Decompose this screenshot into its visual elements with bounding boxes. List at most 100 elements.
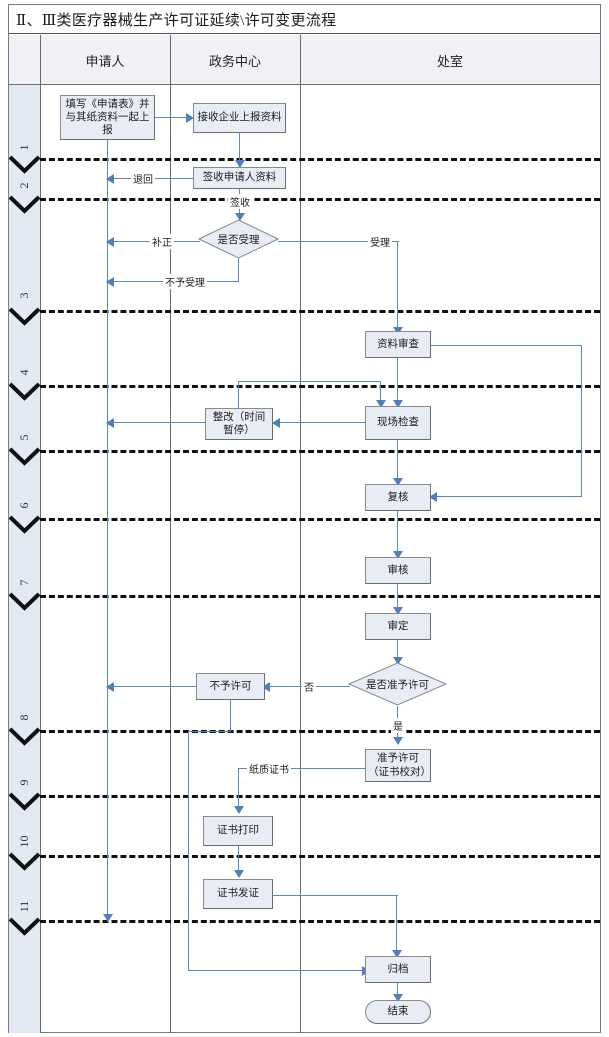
arrow-permitdecision-yes bbox=[393, 737, 403, 745]
chevron-10 bbox=[9, 852, 40, 874]
edge-rectify-to-applicant bbox=[112, 422, 205, 424]
node-fill-form[interactable]: 填写《申请表》并与其纸资料一起上报 bbox=[60, 95, 155, 140]
chevron-11 bbox=[9, 917, 40, 939]
edge-archive-to-end bbox=[397, 983, 399, 998]
chevron-4 bbox=[9, 382, 40, 404]
edge-docreview-loop-h2 bbox=[436, 496, 582, 498]
arrow-receive-to-signreceipt bbox=[235, 160, 245, 168]
edge-label-papercert: 纸质证书 bbox=[247, 761, 291, 776]
edge-audit-to-approve bbox=[397, 584, 399, 612]
edge-docreview-loop-v bbox=[581, 345, 583, 496]
node-rectify[interactable]: 整改（时间暂停） bbox=[205, 408, 273, 440]
arrow-issuecert-to-archive bbox=[392, 950, 402, 958]
edge-printcert-to-issuecert bbox=[238, 846, 240, 875]
node-sign-receipt[interactable]: 签收申请人资料 bbox=[193, 167, 286, 189]
node-audit[interactable]: 审核 bbox=[365, 557, 431, 584]
arrow-recheck-to-audit bbox=[393, 551, 403, 559]
header-cell-office: 处室 bbox=[436, 53, 463, 69]
header-cell-center: 政务中心 bbox=[208, 53, 261, 69]
node-receive[interactable]: 接收企业上报资料 bbox=[193, 103, 286, 133]
edge-label-supplement: 补正 bbox=[150, 234, 174, 249]
chevron-7 bbox=[9, 592, 40, 614]
chevron-6 bbox=[9, 515, 40, 537]
edge-rectify-loop-v1 bbox=[238, 381, 240, 409]
row-separator-4 bbox=[40, 385, 600, 388]
edge-label-accept: 受理 bbox=[368, 234, 392, 249]
node-print-cert[interactable]: 证书打印 bbox=[203, 816, 273, 846]
edge-label-return: 退回 bbox=[131, 171, 155, 186]
diagram-frame bbox=[8, 4, 601, 1033]
node-accept-decision[interactable]: 是否受理 bbox=[197, 219, 280, 259]
row-separator-10 bbox=[40, 855, 600, 858]
row-separator-9 bbox=[40, 795, 600, 798]
edge-fillform-to-receive bbox=[155, 117, 188, 119]
edge-docreview-loop-h1 bbox=[430, 345, 582, 347]
node-issue-cert[interactable]: 证书发证 bbox=[203, 879, 273, 909]
edge-sitecheck-to-recheck bbox=[397, 440, 399, 484]
edge-label-yes: 是 bbox=[391, 718, 405, 733]
edge-decision-accept-h bbox=[278, 241, 399, 243]
edge-decision-notaccept-v bbox=[238, 258, 240, 282]
node-doc-review[interactable]: 资料审查 bbox=[365, 331, 431, 358]
edge-label-notaccept: 不予受理 bbox=[163, 274, 207, 289]
chevron-5 bbox=[9, 447, 40, 469]
row-separator-3 bbox=[40, 310, 600, 313]
edge-nopermit-down-v1 bbox=[230, 700, 232, 732]
edge-applicant-spine bbox=[107, 140, 109, 922]
edge-decision-accept-v bbox=[397, 241, 399, 331]
page-title: Ⅱ、Ⅲ类医疗器械生产许可证延续\许可变更流程 bbox=[16, 12, 337, 29]
edge-recheck-to-audit bbox=[397, 511, 399, 556]
arrow-rectify-loop-to-sitecheck bbox=[376, 400, 386, 408]
arrow-archive-to-end bbox=[393, 994, 403, 1002]
edge-label-sign: 签收 bbox=[228, 194, 252, 209]
chevron-2 bbox=[9, 195, 40, 217]
column-rule-center bbox=[300, 35, 301, 1033]
node-permit-decision-label: 是否准予许可 bbox=[366, 679, 429, 691]
arrow-signreceipt-to-decision bbox=[235, 213, 245, 221]
node-approve[interactable]: 审定 bbox=[365, 613, 431, 640]
column-rule-applicant bbox=[170, 35, 171, 1033]
node-archive[interactable]: 归档 bbox=[365, 956, 431, 983]
arrow-sitecheck-to-rectify bbox=[272, 418, 280, 428]
chevron-8 bbox=[9, 727, 40, 749]
edge-rectify-loop-h bbox=[238, 381, 381, 383]
node-grant-permit[interactable]: 准予许可（证书校对） bbox=[365, 749, 431, 782]
arrow-printcert-to-issuecert bbox=[234, 870, 244, 878]
edge-grantpermit-papercert-h bbox=[239, 768, 365, 770]
arrow-nopermit-to-applicant bbox=[106, 682, 114, 692]
arrow-approve-to-permitdecision bbox=[393, 657, 403, 665]
node-end[interactable]: 结束 bbox=[365, 1000, 431, 1024]
row-separator-11 bbox=[40, 920, 600, 923]
arrow-sitecheck-to-recheck bbox=[393, 478, 403, 486]
edge-sitecheck-to-rectify bbox=[278, 422, 365, 424]
arrow-fillform-to-receive bbox=[186, 113, 194, 123]
node-site-check[interactable]: 现场检查 bbox=[365, 406, 431, 440]
arrow-permitdecision-no bbox=[262, 682, 270, 692]
chevron-1 bbox=[9, 155, 40, 177]
edge-approve-to-permitdecision bbox=[397, 640, 399, 660]
arrow-decision-supplement bbox=[106, 237, 114, 247]
arrow-decision-notaccept bbox=[106, 277, 114, 287]
arrow-audit-to-approve bbox=[393, 607, 403, 615]
column-rule-step bbox=[40, 35, 41, 1033]
row-separator-5 bbox=[40, 450, 600, 453]
edge-issuecert-to-archive-h bbox=[273, 895, 398, 897]
row-separator-8 bbox=[40, 730, 600, 733]
swimlane-header-row: 申请人 政务中心 处室 bbox=[9, 35, 600, 85]
row-separator-2 bbox=[40, 198, 600, 201]
edge-issuecert-to-archive-v bbox=[396, 895, 398, 954]
node-no-permit[interactable]: 不予许可 bbox=[196, 673, 265, 700]
header-cell-applicant: 申请人 bbox=[85, 53, 125, 69]
edge-docreview-to-sitecheck bbox=[397, 358, 399, 406]
edge-nopermit-down-v2 bbox=[188, 731, 190, 971]
step-number-column bbox=[9, 85, 40, 1033]
edge-receive-to-signreceipt bbox=[239, 133, 241, 167]
row-separator-6 bbox=[40, 518, 600, 521]
row-separator-1 bbox=[40, 158, 600, 161]
chevron-9 bbox=[9, 792, 40, 814]
arrow-signreceipt-return bbox=[106, 174, 114, 184]
node-permit-decision[interactable]: 是否准予许可 bbox=[347, 662, 448, 706]
row-separator-7 bbox=[40, 595, 600, 598]
node-recheck[interactable]: 复核 bbox=[365, 484, 431, 511]
